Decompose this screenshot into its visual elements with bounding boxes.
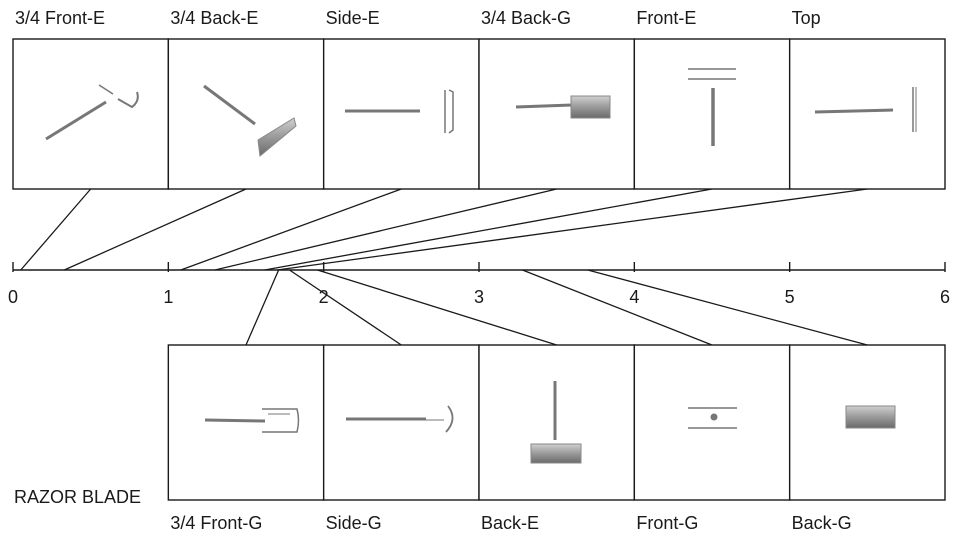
view-label-front-e: Front-E — [636, 8, 696, 28]
view-labels: 3/4 Front-E 3/4 Back-E Side-E 3/4 Back-G Fro… — [15, 8, 852, 533]
razor-3-4-front-g-icon — [204, 408, 300, 433]
view-frame-3-4-back-e — [167, 38, 325, 190]
view-frame-top — [788, 38, 946, 190]
razor-front-g-icon — [688, 407, 737, 429]
connector-front-e — [264, 188, 713, 271]
view-label-front-g: Front-G — [636, 513, 698, 533]
axis-tick-label: 5 — [785, 287, 795, 307]
connector-side-g — [289, 269, 402, 346]
view-frame-3-4-front-e — [12, 38, 170, 190]
razor-3-4-back-e-icon — [203, 84, 297, 157]
axis-tick-label: 1 — [163, 287, 173, 307]
razor-3-4-back-g-icon — [515, 95, 611, 119]
view-label-back-g: Back-G — [792, 513, 852, 533]
view-label-3-4-back-e: 3/4 Back-E — [170, 8, 258, 28]
view-frames — [12, 38, 946, 501]
connector-back-e — [317, 269, 557, 346]
object-drawings — [45, 68, 917, 464]
view-label-side-e: Side-E — [326, 8, 380, 28]
connector-side-e — [180, 188, 402, 271]
razor-front-e-icon — [688, 68, 736, 146]
razor-side-g-icon — [346, 405, 454, 433]
connector-3-4-back-g — [214, 188, 557, 271]
axis-tick-label: 0 — [8, 287, 18, 307]
connector-3-4-front-e — [20, 188, 92, 271]
object-label: RAZOR BLADE — [14, 487, 141, 507]
connector-3-4-front-g — [245, 269, 280, 346]
razor-3-4-front-e-icon — [45, 84, 139, 141]
axis-tick-label: 3 — [474, 287, 484, 307]
view-frame-3-4-front-g — [167, 344, 325, 501]
connector-back-g — [587, 269, 868, 346]
connector-lines — [20, 188, 868, 346]
razor-top-icon — [814, 87, 917, 132]
axis-tick-label: 6 — [940, 287, 950, 307]
razor-side-e-icon — [345, 89, 454, 134]
connector-top — [276, 188, 868, 271]
axis-tick-label: 2 — [319, 287, 329, 307]
connector-front-g — [522, 269, 713, 346]
razor-back-g-icon — [845, 405, 896, 429]
razor-back-e-icon — [530, 381, 582, 464]
viewpoint-axis: 0 1 2 3 4 5 6 — [8, 262, 950, 307]
view-frame-side-e — [322, 38, 480, 190]
view-frame-side-g — [322, 344, 480, 501]
view-label-3-4-front-e: 3/4 Front-E — [15, 8, 105, 28]
view-label-back-e: Back-E — [481, 513, 539, 533]
connector-3-4-back-e — [63, 188, 247, 271]
view-label-side-g: Side-G — [326, 513, 382, 533]
view-frame-front-g — [633, 344, 791, 501]
view-label-top: Top — [792, 8, 821, 28]
view-frame-back-e — [478, 344, 636, 501]
axis-tick-label: 4 — [629, 287, 639, 307]
view-label-3-4-front-g: 3/4 Front-G — [170, 513, 262, 533]
view-frame-3-4-back-g — [478, 38, 636, 190]
view-label-3-4-back-g: 3/4 Back-G — [481, 8, 571, 28]
